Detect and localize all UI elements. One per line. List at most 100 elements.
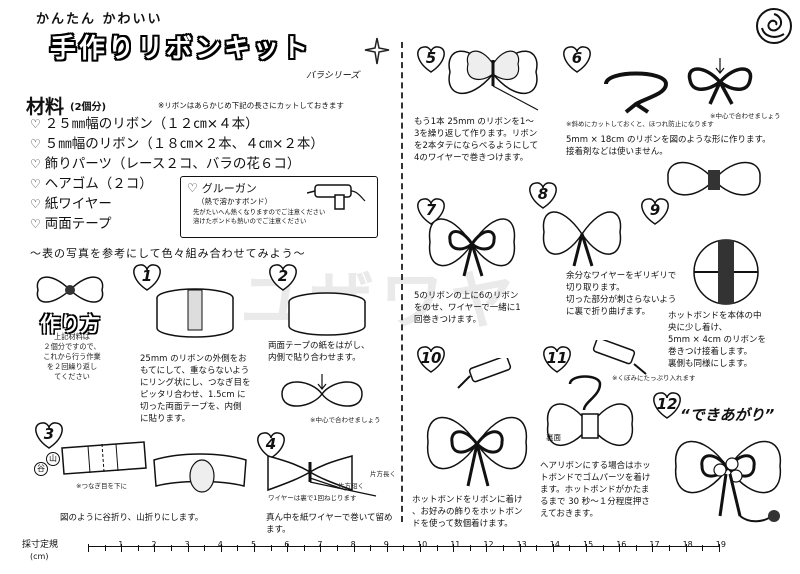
howto-title: 作り方 <box>40 312 100 336</box>
ruler-number: 13 <box>516 540 527 549</box>
step-10-text: ホットボンドをリボンに着け 、お好みの飾りをホットボン ドを使って数個着けます。 <box>412 495 523 529</box>
glue-gun-icon <box>307 184 366 210</box>
glue-gun-box: ♡グルーガン （熱で溶かすボンド） 先がたいへん熱くなりますのでご注意ください … <box>180 176 378 238</box>
ruler-tick <box>403 545 405 551</box>
ruler-number: 6 <box>284 540 290 549</box>
ruler-number: 4 <box>217 540 223 549</box>
ruler-tick <box>503 545 504 551</box>
ruler-number: 10 <box>417 540 428 549</box>
banner: 〜表の写真を参考にして色々組み合わせてみよう〜 <box>30 247 306 260</box>
ruler-tick <box>635 545 637 551</box>
ruler-number: 18 <box>682 540 693 549</box>
glue-gun-sub: （熱で溶かすボンド） <box>197 197 272 206</box>
finished-label: “できあがり” <box>680 406 775 424</box>
ruler-tick <box>254 544 255 552</box>
step-badge-2: 2 <box>266 262 300 292</box>
heart-icon: ♡ <box>30 137 41 151</box>
step-8-text: 余分なワイヤーをギリギリで 切り取ります。 切った部分が刺さらないよう に裏で折… <box>566 271 677 317</box>
material-item: ♡紙ワイヤー <box>30 196 112 212</box>
ruler-tick <box>669 545 670 551</box>
heart-icon: ♡ <box>30 217 41 231</box>
ruler-number: 7 <box>317 540 323 549</box>
step-badge-3: 3 <box>32 420 66 450</box>
ruler-tick <box>469 545 471 551</box>
ruler-tick <box>436 545 438 551</box>
heart-icon: ♡ <box>30 157 41 171</box>
ruler-tick <box>486 544 488 552</box>
step-badge-12: 12 <box>650 390 684 420</box>
step-2-note: ※中心で合わせましょう <box>310 416 381 424</box>
ruler-tick <box>237 545 239 551</box>
pinched-ribbon-illustration <box>153 453 247 493</box>
heart-icon: ♡ <box>30 177 41 191</box>
ruler-number: 12 <box>483 540 494 549</box>
heart-icon: ♡ <box>30 197 41 211</box>
ruler-tick <box>121 544 123 552</box>
ruler-number: 2 <box>151 540 157 549</box>
ruler-label: 採寸定規 <box>22 540 59 550</box>
heart-icon: ♡ <box>30 117 41 131</box>
ruler-number: 17 <box>649 540 660 549</box>
bow-illustration <box>36 276 104 303</box>
material-item: ♡２５㎜幅のリボン（１２㎝×４本） <box>30 116 259 132</box>
step-4-text: 真ん中を紙ワイヤーで巻いて留め ます。 <box>266 513 393 535</box>
step-5-text: もう1本 25mm のリボンを1〜 3を繰り返して作ります。リボン を2本タテに… <box>414 117 539 163</box>
materials-qty: (2個分) <box>70 102 107 113</box>
materials-note: ※リボンはあらかじめ下記の長さにカットしておきます <box>158 101 344 110</box>
glue-gun-warning: 先がたいへん熱くなりますのでご注意ください 溶けたボンドも熱いのでご注意ください <box>193 209 326 225</box>
ruler-tick <box>602 545 604 551</box>
step-badge-9: 9 <box>638 196 672 226</box>
step-11-note: ※くぼみにたっぷり入れます <box>612 374 696 382</box>
ruler-tick <box>204 545 206 551</box>
step-3-text: 図のように谷折り、山折りにします。 <box>60 513 204 523</box>
step-badge-10: 10 <box>414 344 448 374</box>
header-subtitle: かんたん かわいい <box>36 12 163 27</box>
ruler-tick <box>104 545 106 551</box>
trimmed-bow-illustration <box>542 211 622 267</box>
howto-text: 上記材料は ２個分ですので、 これから行う作業 を２回繰り返し てください <box>43 332 101 381</box>
step-badge-6: 6 <box>560 44 594 74</box>
ruler-number: 16 <box>616 540 627 549</box>
step-1-text: 25mm のリボンの外側をお もてにして、重ならないよう にリング状にし、つなぎ… <box>140 354 251 424</box>
step-badge-11: 11 <box>540 344 574 374</box>
glue-gun-icon <box>592 340 647 375</box>
ruler-tick <box>586 544 587 552</box>
step-badge-7: 7 <box>414 196 448 226</box>
ruler-tick <box>552 544 554 552</box>
wrapped-bow-illustration <box>267 455 377 497</box>
step-11-text: ヘアリボンにする場合はホッ トボンドでゴムパーツを着け ます。ホットボンドがかた… <box>540 461 651 519</box>
ruler-tick <box>88 544 89 552</box>
ruler-tick <box>619 544 621 552</box>
ruler-number: 5 <box>251 540 257 549</box>
mountain-label: 山 <box>46 452 60 466</box>
ruler-tick <box>171 545 172 551</box>
ruler-number: 14 <box>549 540 560 549</box>
flat-loop-illustration <box>281 374 363 407</box>
ruler-tick <box>137 545 139 551</box>
ruler-tick <box>685 544 687 552</box>
heart-icon: ♡ <box>187 181 198 195</box>
ruler-tick <box>702 545 704 551</box>
glue-gun-label: グルーガン <box>201 182 257 195</box>
thin-ribbon-loop-illustration <box>604 71 669 114</box>
step-6-note-1: ※斜めにカットしておくと、ほつれ防止になります <box>566 120 714 128</box>
ruler-number: 15 <box>583 540 594 549</box>
hair-tie-bow-back-illustration <box>546 375 634 446</box>
sparkle-icon <box>364 37 390 65</box>
ring-illustration <box>288 292 366 336</box>
ruler-tick <box>154 544 156 552</box>
step-4-note-1: ワイヤーは裏で1回ねじります <box>268 494 357 502</box>
ring-illustration <box>156 288 234 338</box>
back-side-label: 裏面 <box>546 433 561 442</box>
materials-section: 材料 (2個分) ※リボンはあらかじめ下記の長さにカットしておきます ♡２５㎜幅… <box>18 90 400 240</box>
header: かんたん かわいい 手作りリボンキット バラシリーズ <box>18 6 398 86</box>
step-badge-1: 1 <box>130 262 164 292</box>
ruler-tick <box>420 544 421 552</box>
ruler-unit: (cm) <box>30 552 49 561</box>
step-6-note-2: ※中心で合わせましょう <box>710 112 781 120</box>
step-7-text: 5のリボンの上に6のリボン をのせ、ワイヤーで一緒に1 回巻きつけます。 <box>414 291 521 325</box>
fold-illustration <box>61 441 147 475</box>
ruler-tick <box>370 545 372 551</box>
thin-bow-illustration <box>687 58 753 105</box>
materials-heading: 材料 <box>26 96 65 118</box>
